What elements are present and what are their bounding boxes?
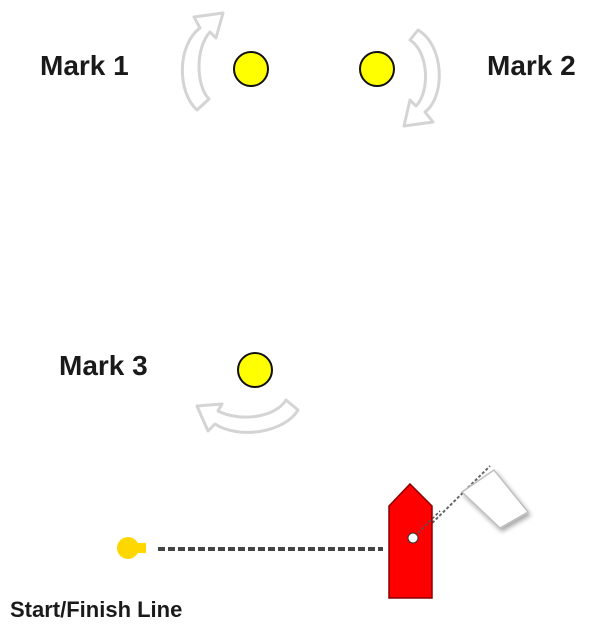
pin-buoy-icon [117,537,146,559]
mark2-rounding-arrow-icon [402,28,441,128]
mark3-rounding-arrow-icon [195,398,300,434]
mark2-label: Mark 2 [487,50,576,81]
start-finish-line-label: Start/Finish Line [10,597,183,622]
committee-boat-icon [388,482,441,599]
mark2-buoy-icon [359,51,395,87]
flag-icon [417,465,530,538]
mark1-rounding-arrow-icon [180,11,225,112]
mark1-buoy-icon [233,51,269,87]
mark1-label: Mark 1 [40,50,129,81]
mark3-label: Mark 3 [59,350,148,381]
mark3-buoy-icon [237,352,273,388]
